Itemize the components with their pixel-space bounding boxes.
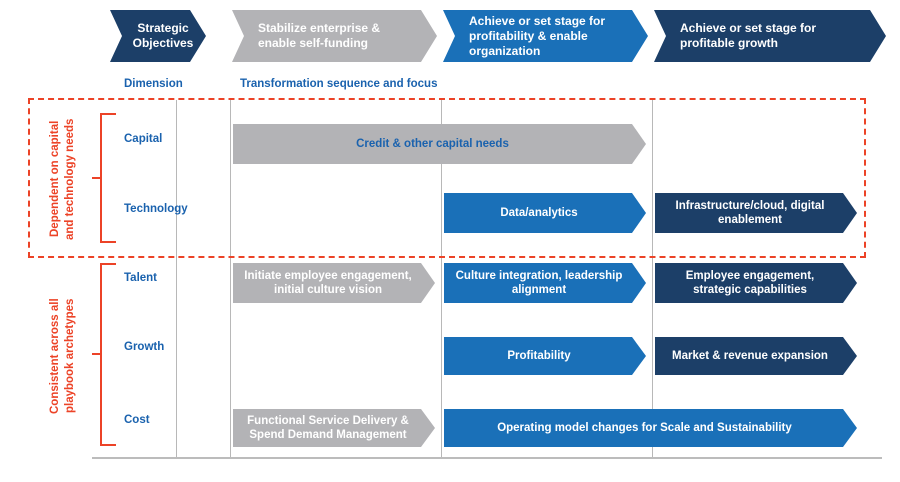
item-arrow-infrastructure-cloud[interactable]: Infrastructure/cloud, digital enablement: [655, 193, 857, 233]
row-label-talent: Talent: [124, 272, 158, 284]
phase-arrow-strategic-objectives[interactable]: Strategic Objectives: [110, 10, 206, 62]
gridline-col0: [176, 100, 177, 458]
row-label-growth: Growth: [124, 341, 165, 353]
item-arrow-initiate-employee-engagement[interactable]: Initiate employee engagement, initial cu…: [233, 263, 435, 303]
row-label-capital: Capital: [124, 133, 163, 145]
item-arrow-profitability[interactable]: Profitability: [444, 337, 646, 375]
baseline-rule: [92, 457, 882, 459]
transformation-sequence-caption: Transformation sequence and focus: [240, 78, 438, 90]
item-arrow-label: Employee engagement, strategic capabilit…: [685, 269, 815, 296]
group-box-capital-technology: [28, 98, 866, 258]
gridline-col2: [441, 100, 442, 458]
item-arrow-label: Market & revenue expansion: [672, 349, 828, 362]
item-arrow-culture-integration[interactable]: Culture integration, leadership alignmen…: [444, 263, 646, 303]
item-arrow-functional-service-delivery[interactable]: Functional Service Delivery & Spend Dema…: [233, 409, 435, 447]
item-arrow-label: Infrastructure/cloud, digital enablement: [675, 199, 825, 226]
gridline-col1: [230, 100, 231, 458]
group-bracket-1: [100, 113, 116, 243]
item-arrow-operating-model-changes[interactable]: Operating model changes for Scale and Su…: [444, 409, 857, 447]
group-bracket-2-tick: [92, 353, 101, 355]
item-arrow-label: Initiate employee engagement, initial cu…: [244, 269, 412, 296]
phase-arrow-stabilize-enterprise[interactable]: Stabilize enterprise & enable self-fundi…: [232, 10, 437, 62]
phase-arrow-achieve-profitability[interactable]: Achieve or set stage for profitability &…: [443, 10, 648, 62]
item-arrow-label: Culture integration, leadership alignmen…: [455, 269, 623, 296]
item-arrow-label: Operating model changes for Scale and Su…: [497, 421, 792, 434]
group-bracket-2: [100, 263, 116, 446]
item-arrow-label: Data/analytics: [500, 206, 578, 219]
item-arrow-credit-capital-needs[interactable]: Credit & other capital needs: [233, 124, 646, 164]
group-bracket-1-tick: [92, 177, 101, 179]
phase-arrow-label: Achieve or set stage for profitability &…: [469, 13, 606, 58]
item-arrow-label: Profitability: [507, 349, 571, 362]
item-arrow-employee-engagement-capabilities[interactable]: Employee engagement, strategic capabilit…: [655, 263, 857, 303]
phase-arrow-label: Achieve or set stage for profitable grow…: [680, 21, 817, 50]
item-arrow-market-revenue-expansion[interactable]: Market & revenue expansion: [655, 337, 857, 375]
item-arrow-label: Functional Service Delivery & Spend Dema…: [247, 414, 409, 441]
group-caption-2: Consistent across all playbook archetype…: [49, 298, 76, 414]
item-arrow-data-analytics[interactable]: Data/analytics: [444, 193, 646, 233]
row-label-cost: Cost: [124, 414, 150, 426]
gridline-col3: [652, 100, 653, 458]
dimension-caption: Dimension: [124, 78, 183, 90]
item-arrow-label: Credit & other capital needs: [356, 137, 509, 150]
group-caption-1: Dependent on capital and technology need…: [49, 118, 76, 240]
row-label-technology: Technology: [124, 203, 188, 215]
phase-arrow-label: Strategic Objectives: [132, 21, 194, 50]
phase-arrow-profitable-growth[interactable]: Achieve or set stage for profitable grow…: [654, 10, 886, 62]
phase-arrow-label: Stabilize enterprise & enable self-fundi…: [258, 21, 381, 50]
